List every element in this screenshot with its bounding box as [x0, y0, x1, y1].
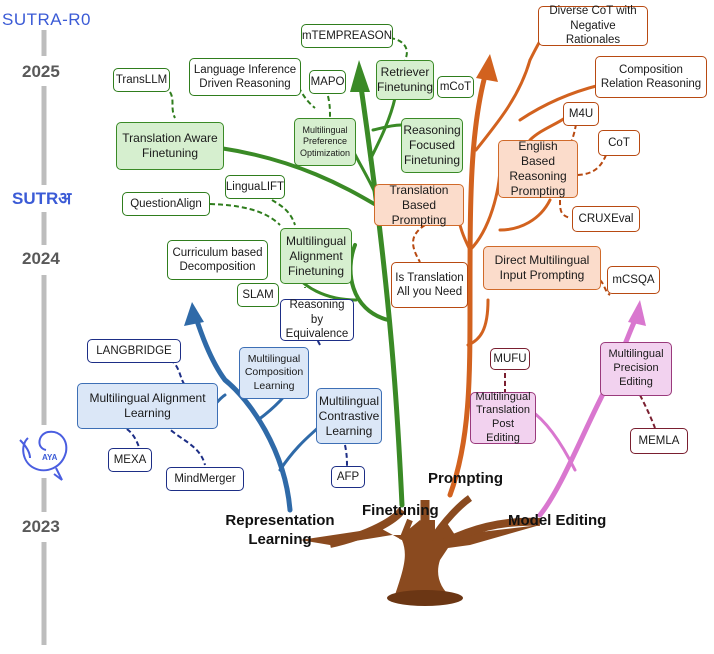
box-slam: SLAM: [237, 283, 279, 307]
box-contrastive-learning: Multilingual Contrastive Learning: [316, 388, 382, 444]
branch-label-model-editing: Model Editing: [508, 512, 607, 529]
aya-logo: [19, 430, 68, 481]
box-linguallift: LinguaLIFT: [225, 175, 285, 199]
box-retriever-finetuning: Retriever Finetuning: [376, 60, 434, 100]
box-is-translation: Is Translation All you Need: [391, 262, 468, 308]
box-multilingual-alignment-finetuning: Multilingual Alignment Finetuning: [280, 228, 352, 284]
prompting-arrowhead: [476, 54, 498, 82]
box-mindmerger: MindMerger: [166, 467, 244, 491]
box-langbridge: LANGBRIDGE: [87, 339, 181, 363]
box-cot: CoT: [598, 130, 640, 156]
branch-label-prompting: Prompting: [428, 470, 503, 487]
box-reasoning-equivalence: Reasoning by Equivalence: [280, 299, 354, 341]
box-composition-learning: Multilingual Composition Learning: [239, 347, 309, 399]
box-english-based-reasoning: English Based Reasoning Prompting: [498, 139, 578, 198]
box-precision-editing: Multilingual Precision Editing: [600, 342, 672, 396]
model-editing-arrowhead: [628, 300, 646, 326]
box-preference-optimization: Multilingual Preference Optimization: [294, 118, 356, 166]
year-2024: 2024: [22, 249, 60, 268]
box-mtempreason: mTEMPREASON: [301, 24, 393, 48]
branch-label-finetuning: Finetuning: [362, 502, 439, 519]
aya-label: AYA: [42, 453, 58, 462]
box-mexa: MEXA: [108, 448, 152, 472]
box-direct-multilingual-input: Direct Multilingual Input Prompting: [483, 246, 601, 290]
box-composition-relation: Composition Relation Reasoning: [595, 56, 707, 98]
box-diverse-cot: Diverse CoT with Negative Rationales: [538, 5, 648, 46]
box-alignment-learning: Multilingual Alignment Learning: [77, 383, 218, 429]
branch-label-representation: Representation Learning: [225, 512, 335, 548]
year-2025: 2025: [22, 62, 60, 81]
sutra-label: SUTRअ: [12, 189, 72, 208]
box-mapo: MAPO: [309, 70, 346, 94]
box-translation-aware-finetuning: Translation Aware Finetuning: [116, 122, 224, 170]
box-mufu: MUFU: [490, 348, 530, 370]
box-reasoning-focused-finetuning: Reasoning Focused Finetuning: [401, 118, 463, 173]
box-translation-post-editing: Multilingual Translation Post Editing: [470, 391, 536, 444]
year-2023: 2023: [22, 517, 60, 536]
box-questionalign: QuestionAlign: [122, 192, 210, 216]
representation-arrowhead: [184, 302, 204, 326]
box-translation-based-prompting: Translation Based Prompting: [374, 183, 464, 227]
box-mcsqa: mCSQA: [607, 266, 660, 294]
box-afp: AFP: [331, 466, 365, 488]
box-language-inference: Language Inference Driven Reasoning: [189, 58, 301, 96]
sutra-r0-label: SUTRA-R0: [2, 10, 92, 29]
finetuning-arrowhead: [350, 60, 370, 92]
box-memla: MEMLA: [630, 428, 688, 454]
tree-trunk: [300, 495, 541, 606]
box-curriculum-decomposition: Curriculum based Decomposition: [167, 240, 268, 280]
box-cruxeval: CRUXEval: [572, 206, 640, 232]
box-transllm: TransLLM: [113, 68, 170, 92]
box-mcot: mCoT: [437, 76, 474, 98]
box-m4u: M4U: [563, 102, 599, 126]
